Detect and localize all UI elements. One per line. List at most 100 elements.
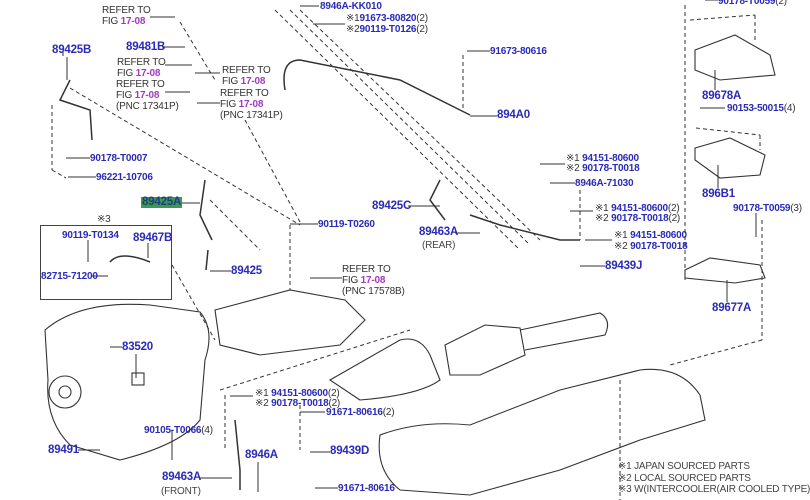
refer-text: REFER TO	[116, 79, 165, 90]
part-8946A[interactable]: 8946A	[245, 449, 278, 461]
quantity: (2)	[327, 388, 340, 399]
fig-link[interactable]: 17-08	[135, 68, 161, 79]
leader-lines	[66, 0, 757, 492]
mark-2: ※2	[595, 213, 609, 224]
part-89467B[interactable]: 89467B	[133, 232, 173, 244]
part-89425C[interactable]: 89425C	[372, 200, 412, 212]
part-89678A[interactable]: 89678A	[702, 90, 742, 102]
fig-prefix: FIG	[117, 68, 136, 79]
mark-1: ※1	[595, 203, 609, 214]
refer-text: REFER TO	[220, 88, 269, 99]
part-91671-80616-qty2: 91671-80616(2)	[326, 407, 395, 418]
fig-prefix: FIG	[342, 275, 361, 286]
ecu-cover-outline	[684, 34, 776, 284]
part-94151-80600: ※1 94151-80600	[614, 230, 687, 241]
part-89677A[interactable]: 89677A	[712, 302, 752, 314]
part-number[interactable]: 91673-80820	[359, 13, 417, 24]
quantity: (2)	[668, 213, 681, 224]
part-number[interactable]: 90178-T0018	[582, 163, 640, 174]
part-90178-T0007[interactable]: 90178-T0007	[90, 153, 148, 164]
part-96221-10706[interactable]: 96221-10706	[96, 172, 153, 183]
part-number[interactable]: 90119-T0126	[359, 24, 417, 35]
part-number[interactable]: 94151-80600	[582, 153, 639, 164]
part-number[interactable]: 90178-T0018	[271, 398, 329, 409]
part-91673-80616[interactable]: 91673-80616	[490, 46, 547, 57]
rear-label: (REAR)	[422, 240, 456, 251]
mark-2: ※2	[614, 241, 628, 252]
mark-2: ※2	[566, 163, 580, 174]
fig-prefix: FIG	[220, 99, 239, 110]
fig-link[interactable]: 17-08	[120, 16, 146, 27]
quantity: (2)	[328, 398, 341, 409]
part-number[interactable]: 90178-T0059	[718, 0, 776, 7]
part-number[interactable]: 90105-T0066	[144, 425, 202, 436]
part-number[interactable]: 90153-50015	[727, 103, 784, 114]
quantity: (2)	[667, 203, 680, 214]
intercooler-group-box	[40, 225, 172, 300]
legend-note-3: ※3 W(INTERCOOLER(AIR COOLED TYPE))	[618, 484, 810, 495]
part-90178-T0018: ※2 90178-T0018	[566, 163, 640, 174]
part-number[interactable]: 90178-T0018	[630, 241, 688, 252]
part-89425B[interactable]: 89425B	[52, 44, 92, 56]
part-number[interactable]: 94151-80600	[630, 230, 687, 241]
part-number[interactable]: 90178-T0018	[611, 213, 669, 224]
part-89481B[interactable]: 89481B	[126, 41, 166, 53]
fig-link[interactable]: 17-08	[238, 99, 264, 110]
fig-prefix: FIG	[102, 16, 121, 27]
part-90178-T0018: ※2 90178-T0018	[614, 241, 688, 252]
part-82715-71200[interactable]: 82715-71200	[41, 271, 98, 282]
pnc-text: (PNC 17341P)	[220, 110, 283, 121]
part-number[interactable]: 94151-80600	[611, 203, 668, 214]
part-90178-T0059-qty2: 90178-T0059(2)	[718, 0, 787, 7]
part-number[interactable]: 90178-T0059	[733, 203, 791, 214]
pnc-text: (PNC 17341P)	[116, 101, 179, 112]
part-8946A-KK010[interactable]: 8946A-KK010	[320, 1, 382, 12]
mark-1: ※1	[346, 13, 360, 24]
fig-link[interactable]: 17-08	[360, 275, 386, 286]
engine-outline	[44, 289, 366, 461]
part-90119-T0134[interactable]: 90119-T0134	[62, 230, 119, 241]
quantity: (2)	[416, 13, 428, 24]
part-89425[interactable]: 89425	[231, 265, 262, 277]
part-91671-80616[interactable]: 91671-80616	[338, 483, 395, 494]
part-83520[interactable]: 83520	[122, 341, 153, 353]
fig-link[interactable]: 17-08	[134, 90, 160, 101]
part-90178-T0059-qty3: 90178-T0059(3)	[733, 203, 802, 214]
part-8946A-71030[interactable]: 8946A-71030	[575, 178, 634, 189]
part-89439D[interactable]: 89439D	[330, 445, 370, 457]
part-number[interactable]: 91671-80616	[326, 407, 383, 418]
quantity: (4)	[783, 103, 796, 114]
part-90153-50015: 90153-50015(4)	[727, 103, 796, 114]
front-label: (FRONT)	[161, 486, 201, 497]
part-894A0[interactable]: 894A0	[497, 109, 530, 121]
part-94151-80600-qty2: ※1 94151-80600(2)	[595, 203, 680, 214]
part-91673-80820: ※191673-80820(2)	[346, 13, 428, 24]
part-89491[interactable]: 89491	[48, 444, 79, 456]
fig-link[interactable]: 17-08	[240, 76, 266, 87]
part-89463A-front[interactable]: 89463A	[162, 471, 202, 483]
part-number[interactable]: 94151-80600	[271, 388, 328, 399]
quantity: (2)	[382, 407, 395, 418]
part-89439J[interactable]: 89439J	[605, 260, 643, 272]
part-94151-80600: ※1 94151-80600	[566, 153, 639, 164]
exhaust-outline	[328, 312, 706, 496]
part-89463A-rear[interactable]: 89463A	[419, 226, 459, 238]
part-89425A-highlighted[interactable]: 89425A	[141, 196, 183, 208]
part-90119-T0260[interactable]: 90119-T0260	[318, 219, 375, 230]
legend-note-2: ※2 LOCAL SOURCED PARTS	[618, 473, 751, 484]
mark-1: ※1	[255, 388, 269, 399]
quantity: (4)	[201, 425, 213, 436]
part-90119-T0126: ※290119-T0126(2)	[346, 24, 428, 35]
mark-2: ※2	[346, 24, 360, 35]
quantity: (2)	[416, 24, 428, 35]
sensor-wires	[58, 59, 580, 490]
refer-text: REFER TO	[102, 5, 151, 16]
part-896B1[interactable]: 896B1	[702, 188, 735, 200]
